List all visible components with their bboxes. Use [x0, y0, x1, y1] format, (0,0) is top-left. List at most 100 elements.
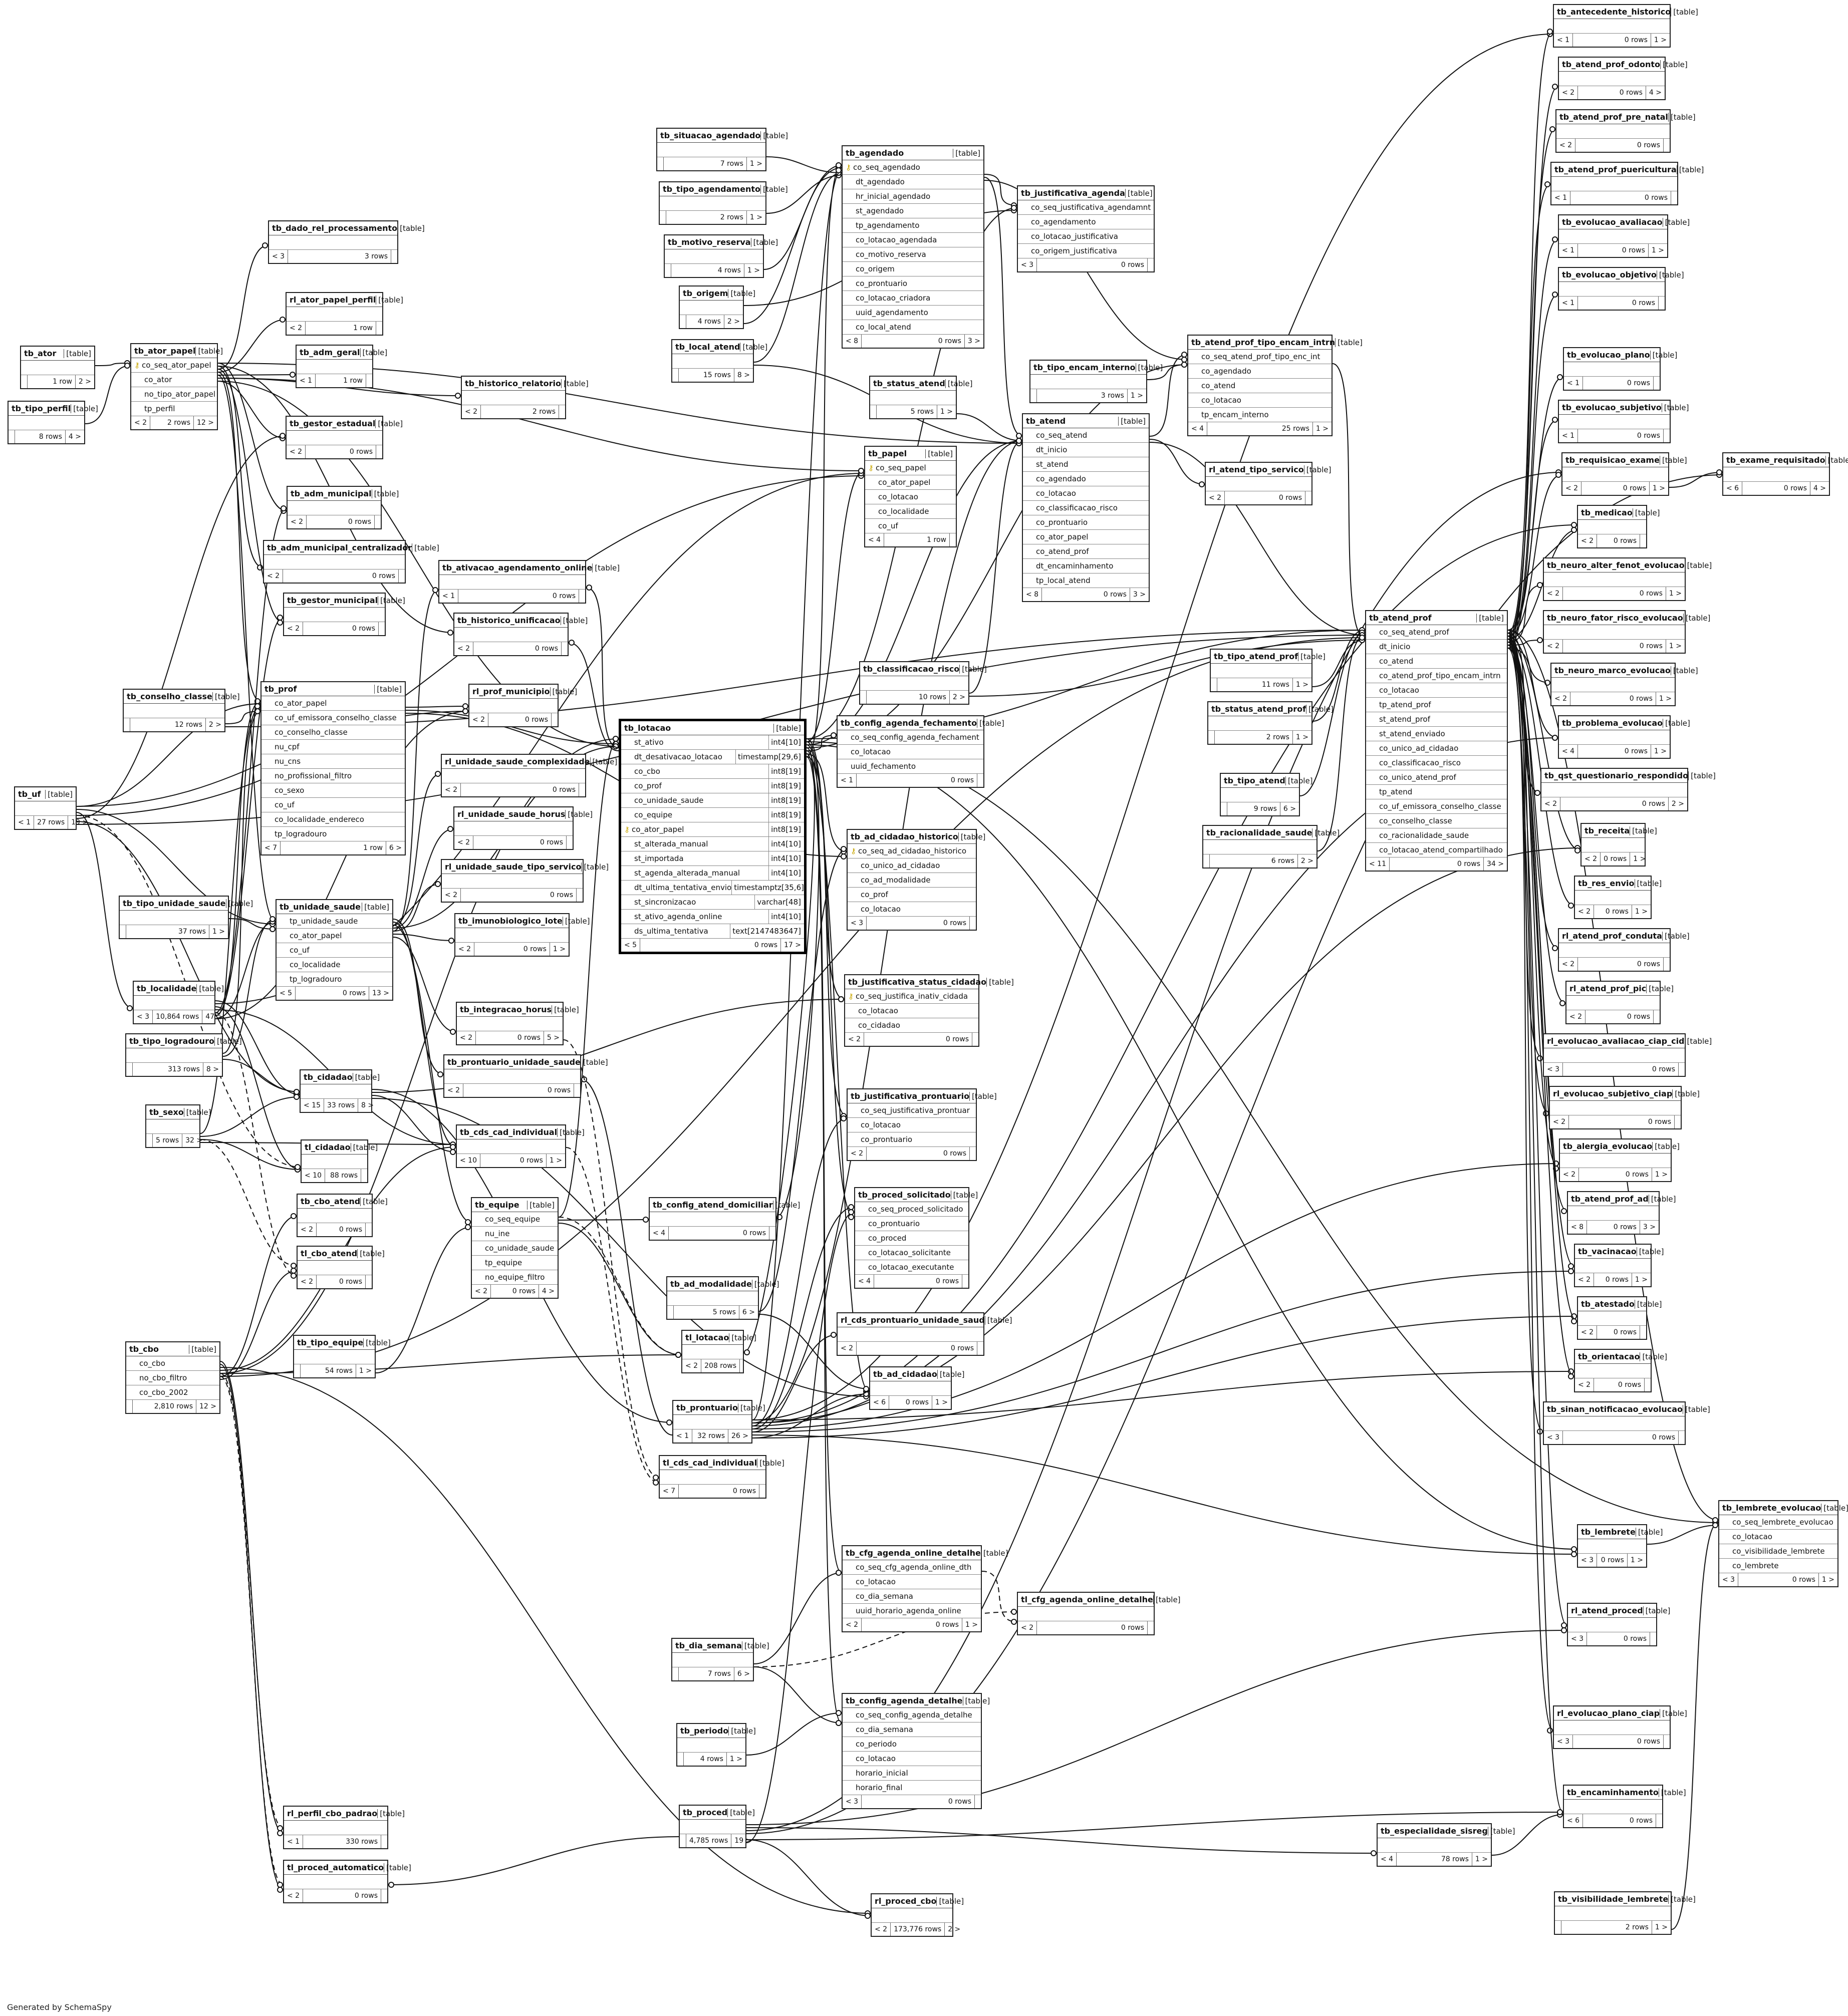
- children-count[interactable]: [579, 590, 585, 603]
- parents-count[interactable]: < 2: [469, 713, 489, 726]
- column-row[interactable]: ⚷co_seq_papel: [865, 461, 956, 475]
- table-tb-qst-questionario-respondido[interactable]: tb_qst_questionario_respondido[table]< 2…: [1540, 768, 1716, 811]
- parents-count[interactable]: < 6: [870, 1396, 890, 1409]
- children-count[interactable]: 2 >: [1671, 800, 1684, 808]
- parents-count[interactable]: [1221, 802, 1227, 815]
- parents-count[interactable]: < 2: [1559, 86, 1578, 99]
- children-count[interactable]: 1 >: [1130, 392, 1143, 400]
- parents-count[interactable]: [672, 369, 679, 382]
- parents-count[interactable]: < 2: [1550, 1115, 1569, 1128]
- parents-count[interactable]: [120, 925, 126, 938]
- children-count[interactable]: 1 >: [1669, 642, 1682, 650]
- parents-count[interactable]: < 3: [843, 1795, 862, 1808]
- column-row[interactable]: co_lotacao: [1366, 683, 1507, 698]
- parents-count[interactable]: < 4: [1378, 1853, 1397, 1866]
- column-row[interactable]: co_seq_config_agenda_fechament: [838, 730, 983, 745]
- children-count[interactable]: [977, 774, 983, 787]
- column-row[interactable]: horario_inicial: [843, 1766, 981, 1781]
- parents-count[interactable]: < 2: [843, 1618, 862, 1631]
- children-count[interactable]: [1671, 191, 1677, 204]
- children-count[interactable]: 1 >: [749, 160, 762, 168]
- parents-count[interactable]: < 1: [1551, 191, 1571, 204]
- children-count[interactable]: 4 >: [68, 433, 81, 441]
- parents-count[interactable]: < 2: [1575, 1378, 1595, 1391]
- column-row[interactable]: co_ator: [131, 373, 217, 387]
- parents-count[interactable]: < 3: [134, 1010, 153, 1023]
- column-row[interactable]: no_tipo_ator_papel: [131, 387, 217, 402]
- column-row[interactable]: co_atend: [1188, 379, 1332, 393]
- parents-count[interactable]: < 1: [1564, 377, 1583, 390]
- parents-count[interactable]: < 3: [1719, 1573, 1739, 1586]
- column-row[interactable]: co_unidade_saude: [472, 1241, 558, 1256]
- parents-count[interactable]: < 3: [1578, 1554, 1598, 1567]
- column-row[interactable]: dt_encaminhamento: [1023, 559, 1149, 573]
- parents-count[interactable]: < 4: [1559, 745, 1578, 758]
- column-row[interactable]: ⚷co_seq_ator_papel: [131, 358, 217, 373]
- children-count[interactable]: 1 >: [1654, 747, 1667, 755]
- table-rl-cds-prontuario-unidade-saud[interactable]: rl_cds_prontuario_unidade_saud[table]< 2…: [837, 1312, 1012, 1356]
- parents-count[interactable]: < 2: [131, 416, 151, 429]
- parents-count[interactable]: [660, 211, 666, 224]
- parents-count[interactable]: < 6: [1564, 1814, 1583, 1827]
- parents-count[interactable]: < 11: [1366, 857, 1390, 871]
- column-row[interactable]: tp_atend_prof: [1366, 698, 1507, 712]
- column-row[interactable]: tp_equipe: [472, 1256, 558, 1270]
- children-count[interactable]: 2 >: [952, 693, 965, 701]
- column-row[interactable]: co_ator_papel: [261, 696, 405, 711]
- parents-count[interactable]: < 2: [1575, 1273, 1595, 1286]
- column-row[interactable]: dt_inicio: [1366, 640, 1507, 654]
- parents-count[interactable]: < 10: [457, 1154, 480, 1167]
- column-row[interactable]: co_dia_semana: [843, 1589, 981, 1604]
- parents-count[interactable]: < 3: [1554, 1735, 1573, 1748]
- column-row[interactable]: co_local_atend: [843, 320, 983, 335]
- children-count[interactable]: [574, 1084, 580, 1097]
- parents-count[interactable]: < 3: [848, 917, 867, 930]
- column-row[interactable]: st_atend: [1023, 457, 1149, 472]
- children-count[interactable]: [375, 515, 381, 528]
- children-count[interactable]: 3 >: [967, 337, 980, 345]
- column-row[interactable]: co_uf: [261, 798, 405, 812]
- parents-count[interactable]: [1211, 678, 1217, 691]
- children-count[interactable]: 1 >: [1659, 695, 1672, 703]
- table-tb-lembrete-evolucao[interactable]: tb_lembrete_evolucao[table]co_seq_lembre…: [1718, 1500, 1848, 1587]
- column-row[interactable]: co_origem_justificativa: [1018, 244, 1154, 258]
- parents-count[interactable]: < 5: [277, 987, 296, 1000]
- children-count[interactable]: 1 >: [1295, 733, 1308, 741]
- children-count[interactable]: 1 >: [1652, 484, 1665, 492]
- parents-count[interactable]: < 1: [297, 374, 316, 387]
- column-row[interactable]: co_lotacao: [843, 1752, 981, 1766]
- column-row[interactable]: co_agendado: [1023, 472, 1149, 486]
- column-row[interactable]: nu_cns: [261, 754, 405, 769]
- table-tb-atend-prof-tipo-encam-intrn[interactable]: tb_atend_prof_tipo_encam_intrn[table]co_…: [1187, 335, 1363, 436]
- table-tb-cfg-agenda-online-detalhe[interactable]: tb_cfg_agenda_online_detalhe[table]co_se…: [842, 1545, 1008, 1632]
- column-row[interactable]: co_lotacao: [865, 490, 956, 504]
- parents-count[interactable]: < 4: [855, 1275, 875, 1288]
- children-count[interactable]: [1148, 258, 1154, 271]
- table-tb-config-agenda-detalhe[interactable]: tb_config_agenda_detalhe[table]co_seq_co…: [842, 1693, 990, 1809]
- parents-count[interactable]: < 2: [298, 1275, 317, 1288]
- table-tb-justificativa-status-cidadao[interactable]: tb_justificativa_status_cidadao[table]⚷c…: [844, 974, 1014, 1047]
